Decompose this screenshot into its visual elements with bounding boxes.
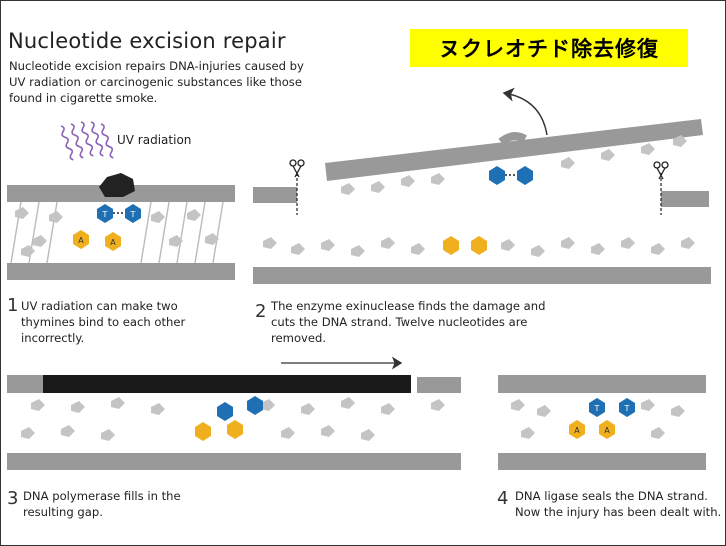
adenine-label: A: [78, 236, 84, 245]
step-4-number: 4: [497, 488, 509, 509]
step-3-number: 3: [7, 488, 19, 509]
panel-2-excision: [253, 87, 711, 284]
adenine-bases: A A: [73, 230, 121, 251]
strand-stub-left: [253, 187, 297, 203]
top-strand: [498, 375, 706, 393]
bottom-strand: [253, 267, 711, 284]
gray-nucleotides: [511, 399, 685, 439]
repaired-thymines: T T: [589, 398, 635, 417]
damage-cap: [99, 173, 135, 197]
adenine-label: A: [574, 426, 580, 435]
adenine-label: A: [604, 426, 610, 435]
excised-dimer: [489, 166, 533, 185]
step-3-text: DNA polymerase fills in the resulting ga…: [23, 489, 181, 519]
thymine-label: T: [624, 404, 630, 413]
new-strand: [43, 375, 411, 393]
repaired-thymines: [217, 396, 263, 421]
step-2-number: 2: [255, 301, 267, 322]
adenine-bases: [195, 420, 243, 441]
japanese-title-box: ヌクレオチド除去修復: [410, 29, 688, 67]
lift-arrow: [502, 87, 548, 136]
excised-nucleotides: [341, 135, 687, 195]
panel-1-uv-damage: T T A A: [7, 121, 235, 280]
gray-nucleotides: [15, 207, 219, 257]
step-1-number: 1: [7, 295, 19, 316]
top-strand-stub: [7, 375, 43, 393]
panel-3-polymerase: [7, 356, 461, 470]
scissors-icon: [653, 161, 669, 180]
thymine-label: T: [102, 210, 108, 219]
step-2-text: The enzyme exinuclease finds the damage …: [271, 299, 546, 345]
excised-strand: [325, 119, 703, 181]
new-nucleotides: [21, 397, 445, 441]
panel-4-ligase: T T A A: [498, 375, 706, 470]
adenine-bases: [443, 236, 487, 255]
japanese-title: ヌクレオチド除去修復: [439, 37, 659, 61]
uv-radiation-label: UV radiation: [117, 133, 192, 147]
intro-text: Nucleotide excision repairs DNA-injuries…: [9, 59, 304, 105]
bottom-strand: [7, 263, 235, 280]
thymine-label: T: [594, 404, 600, 413]
bottom-strand: [498, 453, 706, 470]
template-nucleotides: [263, 237, 695, 257]
thymine-label: T: [130, 210, 136, 219]
thymine-dimer: T T: [97, 204, 141, 223]
strand-stub-right: [661, 191, 709, 207]
adenine-bases: A A: [569, 420, 615, 439]
uv-radiation-icon: [60, 121, 114, 161]
top-strand-stub: [417, 377, 461, 393]
scissors-icon: [289, 159, 305, 178]
adenine-label: A: [110, 238, 116, 247]
step-4-text: DNA ligase seals the DNA strand. Now the…: [515, 489, 722, 519]
bottom-strand: [7, 453, 461, 470]
step-1-text: UV radiation can make two thymines bind …: [21, 299, 186, 345]
diagram-title: Nucleotide excision repair: [8, 29, 286, 53]
